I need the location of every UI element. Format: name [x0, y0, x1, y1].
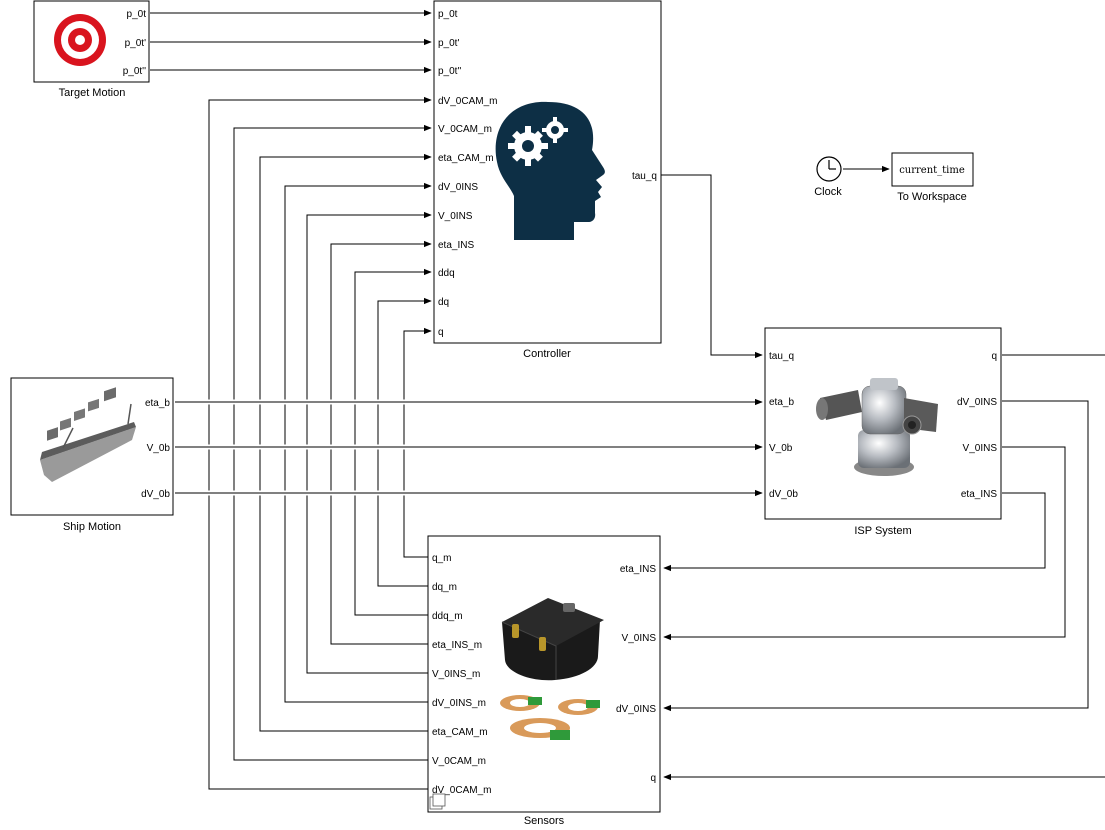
port-in-q: q — [438, 327, 444, 338]
ship-wires — [175, 402, 762, 493]
port-out-p0t-prime: p_0t' — [125, 38, 146, 49]
port-in-etains-m: eta_INS_m — [432, 640, 482, 651]
port-out-etains: eta_INS — [620, 564, 656, 575]
port-in-dv0ins-m: dV_0INS_m — [432, 698, 486, 709]
wire-q-m — [404, 331, 431, 557]
clock-block[interactable]: Clock — [814, 157, 842, 198]
port-in-dv0cam-m: dV_0CAM_m — [438, 96, 497, 107]
controller-title: Controller — [523, 348, 571, 360]
port-in-tau-q: tau_q — [769, 351, 794, 362]
port-in-v0ins: V_0INS — [438, 211, 473, 222]
to-workspace-title: To Workspace — [897, 191, 967, 203]
port-out-p0t-dprime: p_0t'' — [123, 66, 146, 77]
port-in-dq: dq — [438, 297, 449, 308]
port-out-dv0ins: dV_0INS — [957, 397, 997, 408]
sensors-title: Sensors — [524, 815, 565, 827]
port-in-q-m: q_m — [432, 553, 451, 564]
target-icon — [54, 14, 106, 66]
port-out-q: q — [650, 773, 656, 784]
port-in-etains: eta_INS — [438, 240, 474, 251]
port-out-v0b: V_0b — [147, 443, 171, 454]
port-out-q: q — [991, 351, 997, 362]
port-in-dq-m: dq_m — [432, 582, 457, 593]
port-in-v0cam-m: V_0CAM_m — [438, 124, 492, 135]
ship-motion-title: Ship Motion — [63, 521, 121, 533]
port-out-tau-q: tau_q — [632, 171, 657, 182]
wire-etains-m — [331, 244, 431, 644]
workspace-variable: current_time — [899, 165, 965, 176]
port-in-ddq: ddq — [438, 268, 455, 279]
port-out-v0ins: V_0INS — [963, 443, 998, 454]
wire-etacam-m — [260, 157, 431, 731]
wire-v0ins-m — [307, 215, 431, 673]
ship-motion-block[interactable]: eta_b V_0b dV_0b Ship Motion — [11, 378, 173, 533]
port-in-eta-b: eta_b — [769, 397, 794, 408]
port-in-etacam-m: eta_CAM_m — [438, 153, 494, 164]
port-in-p0t: p_0t — [438, 9, 458, 20]
isp-system-block[interactable]: tau_q eta_b V_0b dV_0b q dV_0INS V_0INS … — [765, 328, 1001, 537]
port-in-v0b: V_0b — [769, 443, 793, 454]
port-in-v0ins-m: V_0INS_m — [432, 669, 480, 680]
sensors-block[interactable]: q_m dq_m ddq_m eta_INS_m V_0INS_m dV_0IN… — [428, 536, 660, 827]
wire-tau-q — [661, 175, 762, 355]
target-motion-block[interactable]: p_0t p_0t' p_0t'' Target Motion — [34, 1, 149, 99]
controller-block[interactable]: p_0t p_0t' p_0t'' dV_0CAM_m V_0CAM_m eta… — [434, 1, 661, 360]
port-in-ddq-m: ddq_m — [432, 611, 463, 622]
clock-title: Clock — [814, 186, 842, 198]
port-in-v0cam-m: V_0CAM_m — [432, 756, 486, 767]
wire-v0cam-m — [234, 128, 431, 760]
port-out-dv0ins: dV_0INS — [616, 704, 656, 715]
to-workspace-block[interactable]: current_time To Workspace — [892, 153, 973, 203]
port-out-p0t: p_0t — [127, 9, 147, 20]
port-in-dv0ins: dV_0INS — [438, 182, 478, 193]
port-out-v0ins: V_0INS — [622, 633, 657, 644]
port-in-p0t-prime: p_0t' — [438, 38, 459, 49]
port-in-etacam-m: eta_CAM_m — [432, 727, 488, 738]
port-in-p0t-dprime: p_0t'' — [438, 66, 461, 77]
port-out-dv0b: dV_0b — [141, 489, 170, 500]
port-out-etains: eta_INS — [961, 489, 997, 500]
port-in-dv0b: dV_0b — [769, 489, 798, 500]
wire-ddq-m — [355, 272, 431, 615]
isp-system-title: ISP System — [854, 525, 911, 537]
port-out-eta-b: eta_b — [145, 398, 170, 409]
target-motion-title: Target Motion — [59, 87, 126, 99]
clock-icon[interactable] — [817, 157, 841, 181]
